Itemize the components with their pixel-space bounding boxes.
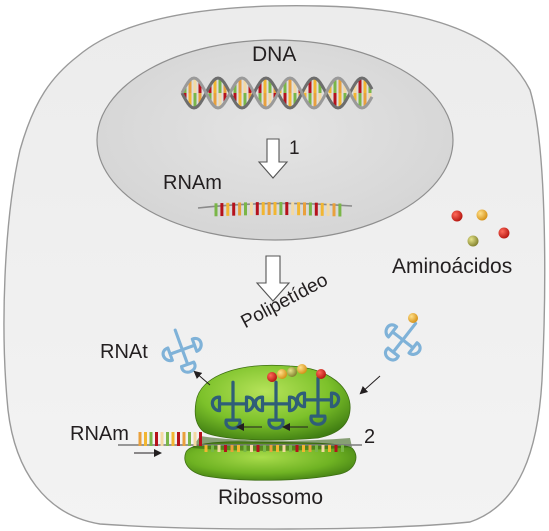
trna-incoming (383, 321, 422, 362)
mrna-strand-nucleus (197, 202, 353, 217)
amino-acid-red (498, 227, 510, 239)
trna-departing (161, 328, 203, 374)
label-step-2: 2 (364, 426, 376, 448)
trna-exit-arrow (193, 370, 211, 386)
label-rnam-ribosome: RNAm (70, 423, 129, 445)
label-step-1: 1 (289, 138, 300, 159)
amino-acid-olive (467, 235, 479, 247)
label-rnat: RNAt (100, 341, 148, 363)
mrna-strand-ribosome (118, 432, 362, 452)
free-amino-acids (451, 209, 510, 247)
amino-acid-yellow (476, 209, 488, 221)
trna-molecule (383, 321, 422, 362)
label-ribossomo: Ribossomo (218, 486, 324, 509)
amino-acid-yellow (408, 313, 418, 323)
dna-backbone (180, 76, 374, 110)
label-rnam-nucleus: RNAm (163, 172, 222, 194)
label-aminoacidos: Aminoácidos (392, 255, 513, 278)
trna-entry-arrow (359, 375, 381, 395)
label-dna: DNA (252, 43, 297, 66)
amino-acid-red (451, 210, 463, 222)
trna-molecule (253, 380, 299, 430)
dna-helix (180, 76, 374, 110)
trna-bound-group (210, 376, 341, 430)
export-arrow (255, 255, 291, 302)
trna-molecule (210, 380, 256, 430)
dna-backbone (180, 76, 374, 110)
transcription-arrow (257, 138, 289, 179)
polypeptide-chain (267, 364, 326, 382)
trna-molecule (295, 376, 341, 426)
trna-molecule (161, 328, 203, 374)
